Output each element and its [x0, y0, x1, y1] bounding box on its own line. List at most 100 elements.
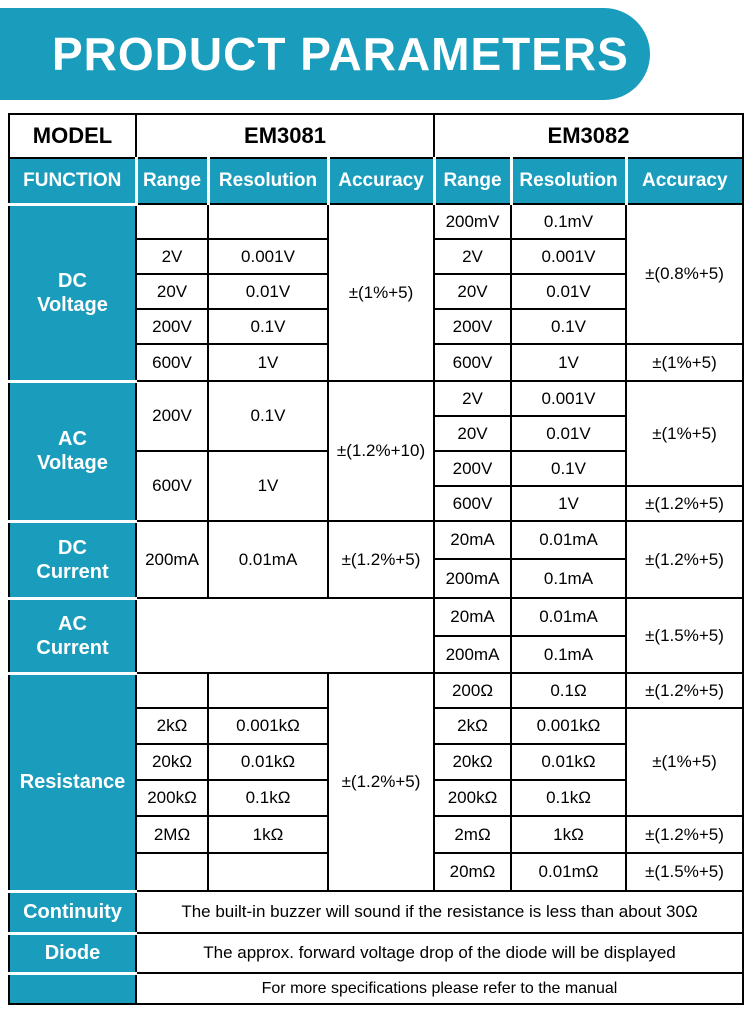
- spec-cell: ±(1.2%+5): [625, 672, 744, 709]
- model-header-cell: EM3081: [135, 113, 435, 159]
- spec-cell: [207, 203, 329, 240]
- spec-cell: ±(1%+5): [327, 203, 435, 382]
- section-label: Diode: [8, 931, 137, 975]
- spec-cell: 600V: [433, 343, 512, 382]
- spec-cell: 2kΩ: [433, 707, 512, 745]
- section-label: [8, 971, 137, 1005]
- spec-cell: 2V: [135, 238, 209, 275]
- spec-cell: 1V: [207, 450, 329, 522]
- column-header: Accuracy: [326, 157, 436, 205]
- spec-cell: 200mA: [135, 520, 209, 599]
- spec-cell: [135, 203, 209, 240]
- spec-cell: 0.01mA: [510, 597, 627, 637]
- spec-cell: 1V: [510, 343, 627, 382]
- spec-cell: 0.01V: [207, 273, 329, 310]
- spec-cell: ±(1.2%+5): [625, 815, 744, 854]
- spec-cell: ±(1.2%+5): [327, 520, 435, 599]
- spec-cell: 200V: [135, 308, 209, 345]
- column-header: Resolution: [509, 157, 628, 205]
- spec-cell: 600V: [135, 343, 209, 382]
- spec-cell: [135, 672, 209, 709]
- spec-cell: 0.001V: [207, 238, 329, 275]
- spec-cell: 1kΩ: [207, 815, 329, 854]
- spec-cell: 0.1V: [510, 308, 627, 345]
- spec-cell: 0.1V: [510, 450, 627, 487]
- page-title: PRODUCT PARAMETERS: [52, 28, 629, 80]
- spec-cell: 200kΩ: [135, 779, 209, 817]
- spec-cell: 20kΩ: [433, 743, 512, 781]
- spec-cell: 200mV: [433, 203, 512, 240]
- spec-cell: 20V: [135, 273, 209, 310]
- spec-cell: ±(1%+5): [625, 707, 744, 817]
- spec-cell: 200kΩ: [433, 779, 512, 817]
- spec-cell: 0.1V: [207, 308, 329, 345]
- spec-cell: 2MΩ: [135, 815, 209, 854]
- spec-cell: 0.01kΩ: [510, 743, 627, 781]
- spec-cell: 2V: [433, 380, 512, 417]
- spec-cell: 0.01mA: [510, 520, 627, 560]
- section-label: Resistance: [8, 671, 137, 893]
- spec-cell: ±(1%+5): [625, 343, 744, 382]
- spec-cell: 2kΩ: [135, 707, 209, 745]
- section-label: DC Current: [8, 519, 137, 600]
- table-row: For more specifications please refer to …: [8, 971, 744, 1005]
- spec-cell: [135, 597, 435, 674]
- spec-cell: ±(1%+5): [625, 380, 744, 487]
- spec-cell: 20mA: [433, 520, 512, 560]
- spec-cell: ±(1.2%+5): [625, 485, 744, 522]
- note-text: The approx. forward voltage drop of the …: [135, 932, 744, 974]
- spec-cell: 0.1mA: [510, 635, 627, 674]
- model-header-cell: EM3082: [433, 113, 744, 159]
- spec-cell: ±(1.5%+5): [625, 852, 744, 892]
- spec-cell: 0.001kΩ: [510, 707, 627, 745]
- column-header: FUNCTION: [8, 157, 138, 206]
- section-label: AC Voltage: [8, 379, 137, 523]
- spec-cell: 0.001V: [510, 380, 627, 417]
- model-header-cell: MODEL: [8, 113, 137, 159]
- column-header: Accuracy: [624, 157, 744, 205]
- spec-cell: ±(1.2%+10): [327, 380, 435, 522]
- spec-cell: 20V: [433, 273, 512, 310]
- spec-cell: 0.1V: [207, 380, 329, 452]
- spec-cell: 200Ω: [433, 672, 512, 709]
- spec-cell: 0.01kΩ: [207, 743, 329, 781]
- spec-cell: 20V: [433, 415, 512, 452]
- spec-cell: 600V: [135, 450, 209, 522]
- spec-cell: 0.1mV: [510, 203, 627, 240]
- spec-cell: 0.001V: [510, 238, 627, 275]
- column-header: Resolution: [206, 157, 330, 205]
- spec-cell: 0.001kΩ: [207, 707, 329, 745]
- spec-cell: 200mA: [433, 558, 512, 599]
- spec-cell: 20kΩ: [135, 743, 209, 781]
- spec-cell: 0.1Ω: [510, 672, 627, 709]
- spec-cell: 0.01V: [510, 415, 627, 452]
- spec-cell: ±(1.5%+5): [625, 597, 744, 674]
- spec-cell: 2V: [433, 238, 512, 275]
- section-label: Continuity: [8, 889, 137, 935]
- spec-cell: [207, 672, 329, 709]
- spec-cell: 200V: [135, 380, 209, 452]
- spec-cell: 0.1mA: [510, 558, 627, 599]
- spec-cell: 20mA: [433, 597, 512, 637]
- spec-cell: 600V: [433, 485, 512, 522]
- spec-cell: 0.01mA: [207, 520, 329, 599]
- column-header: Range: [432, 157, 513, 205]
- spec-cell: 200mA: [433, 635, 512, 674]
